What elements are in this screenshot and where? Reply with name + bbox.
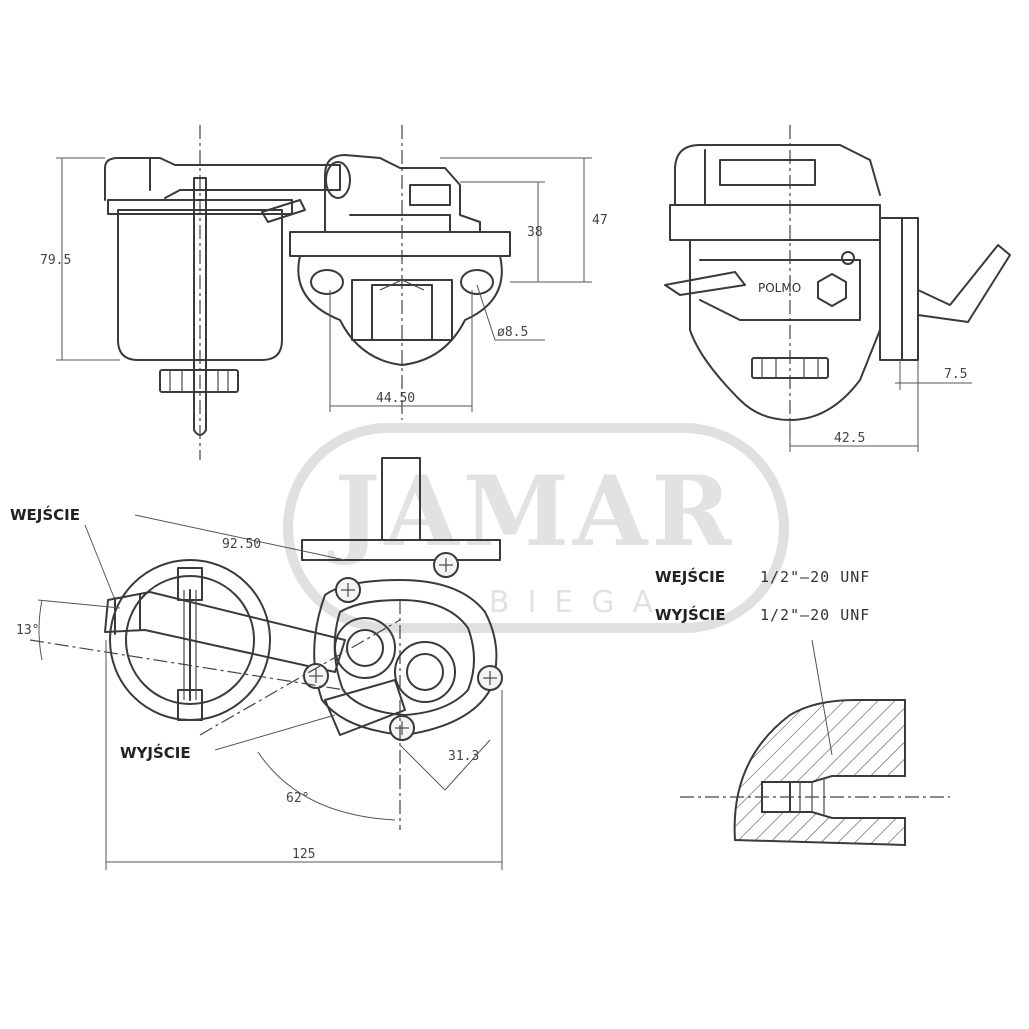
dim-13-deg: 13°	[16, 623, 39, 638]
side-view-front: 47 38 79.5 44.50 ø8.5	[40, 125, 608, 460]
dim-7-5: 7.5	[944, 367, 967, 382]
dim-62-deg: 62°	[286, 791, 309, 806]
dim-31-3: 31.3	[448, 749, 479, 764]
screw-5	[303, 663, 329, 689]
spec-inlet-value: 1/2"–20 UNF	[760, 568, 870, 586]
dim-47: 47	[592, 213, 608, 228]
spec-inlet-label: WEJŚCIE	[655, 567, 725, 586]
dim-42-5: 42.5	[834, 431, 865, 446]
dim-phi-8-5: ø8.5	[497, 325, 528, 340]
side-view-right: POLMO 7.5 42.5	[664, 125, 1011, 452]
screw-4	[389, 715, 415, 741]
watermark-brand: JAMAR	[327, 455, 735, 568]
dim-79-5: 79.5	[40, 253, 71, 268]
screw-3	[477, 665, 503, 691]
dim-125: 125	[292, 847, 315, 862]
label-inlet: WEJŚCIE	[10, 505, 80, 524]
dim-38: 38	[527, 225, 543, 240]
dim-44-50: 44.50	[376, 391, 415, 406]
spec-outlet-label: WYJŚCIE	[655, 605, 726, 624]
dim-92-50: 92.50	[222, 537, 261, 552]
top-view: 92.50 13° 31.3 62° 125 WEJŚCIE WYJŚCIE	[10, 457, 503, 870]
thread-section-detail	[680, 639, 950, 847]
watermark-tagline: BIEGA	[489, 585, 671, 620]
part-marking: POLMO	[758, 281, 801, 295]
label-outlet: WYJŚCIE	[120, 743, 191, 762]
screw-1	[335, 577, 361, 603]
spec-outlet-value: 1/2"–20 UNF	[760, 606, 870, 624]
watermark: JAMAR BIEGA	[283, 423, 789, 633]
thread-spec: WEJŚCIE 1/2"–20 UNF WYJŚCIE 1/2"–20 UNF	[655, 567, 870, 624]
screw-2	[433, 552, 459, 578]
